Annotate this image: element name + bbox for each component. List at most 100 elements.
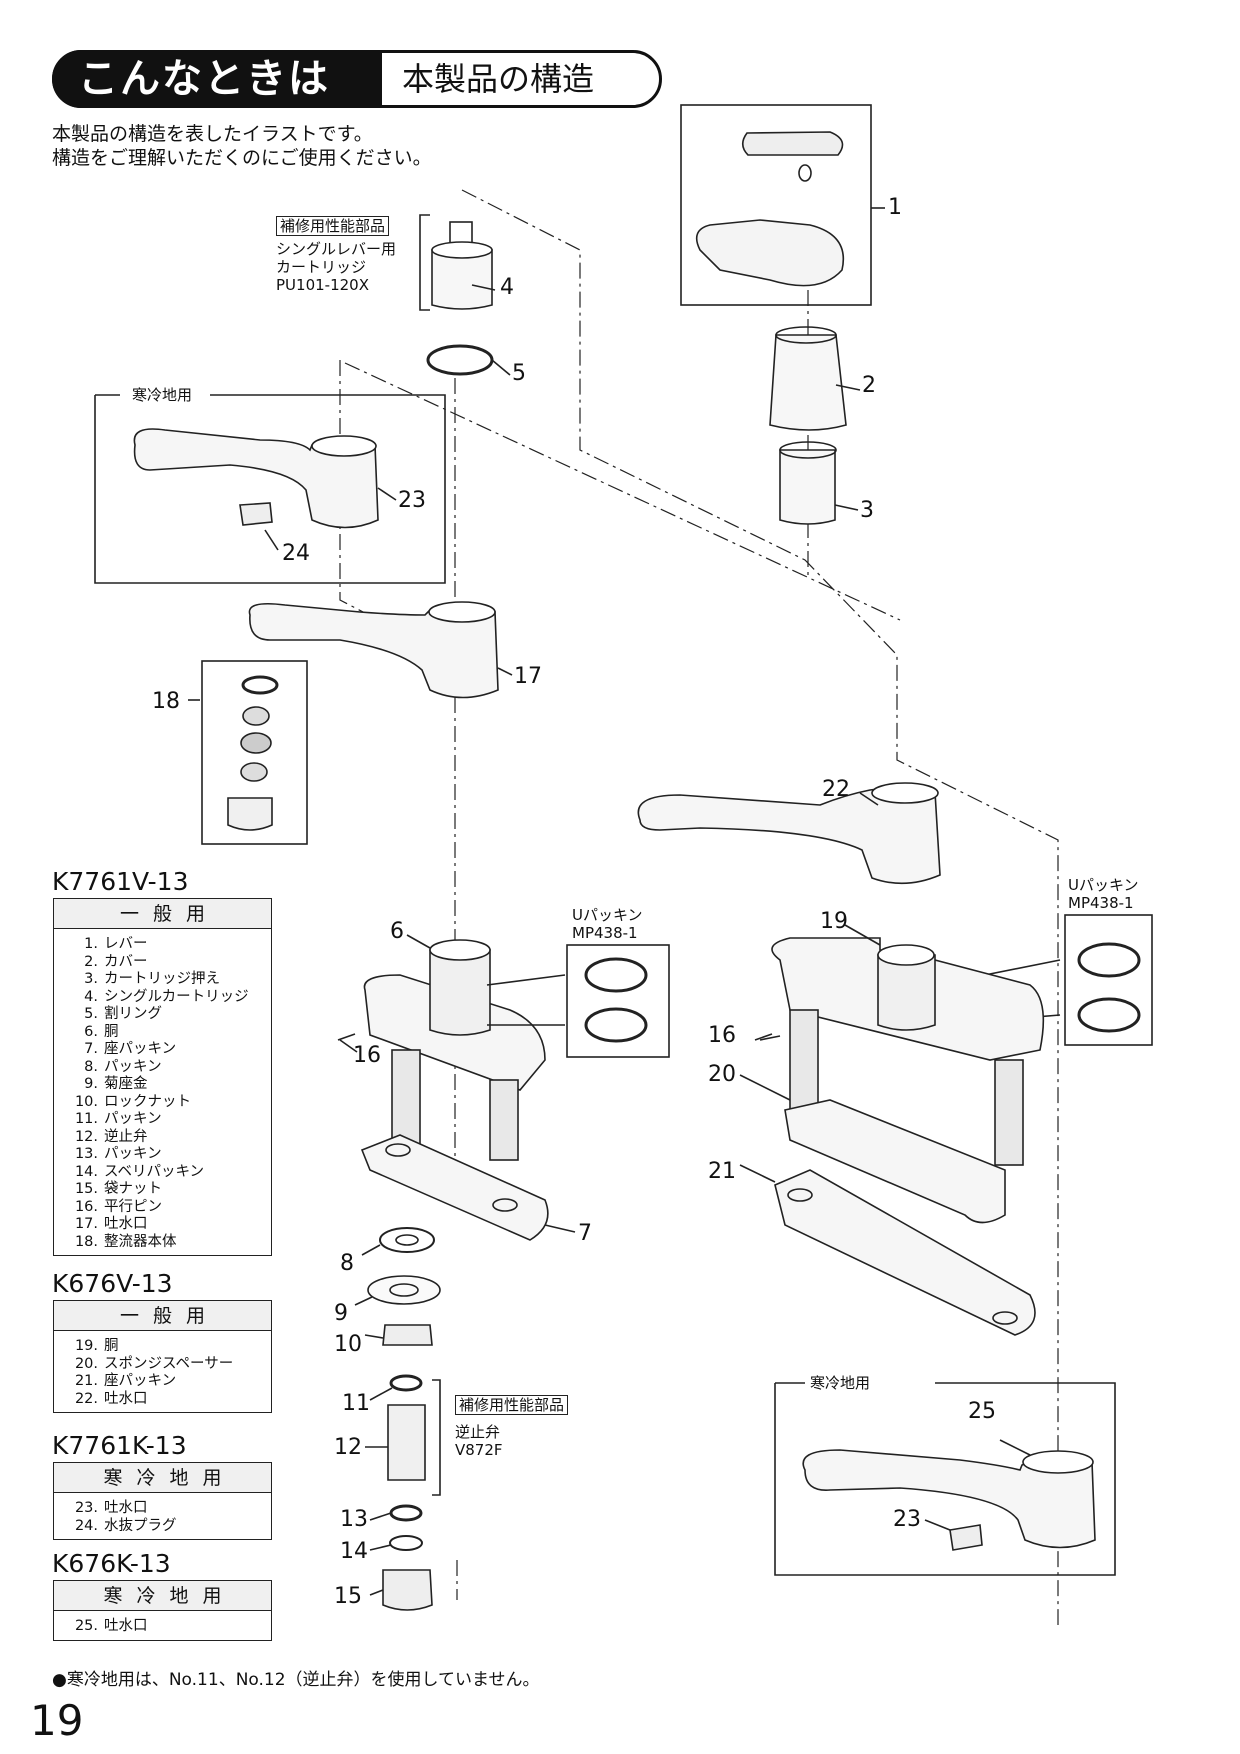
part-number-11: 11 [342,1391,370,1416]
part-number-20: 20 [708,1062,736,1087]
table-row: 5. 割リング [64,1006,271,1024]
table-row: 24.水抜プラグ [64,1518,271,1536]
part-no: 12. [74,1128,98,1145]
part-number-4: 4 [500,275,514,300]
part-name: パッキン [104,1146,162,1162]
page-number: 19 [30,1696,84,1745]
part-name: スベリパッキン [104,1163,205,1180]
part-number-14: 14 [340,1539,368,1564]
intro-line-2: 構造をご理解いただくのにご使用ください。 [52,147,432,169]
table-header: 一般用 [54,1301,271,1331]
table-row: 23.吐水口 [64,1500,271,1518]
cartridge-name-1: シングルレバー用 [276,240,397,258]
part-no: 13. [74,1146,98,1162]
table-row: 21.座パッキン [64,1373,271,1391]
part-number-1: 1 [888,195,902,220]
table-row: 2.カバー [64,954,271,972]
repair-part-label-2: 補修用性能部品 [455,1395,569,1415]
part-name: シングルカートリッジ [104,988,249,1005]
part-no: 5. [84,1006,98,1022]
check-valve-label: 逆止弁 [455,1423,501,1441]
part-number-24: 24 [282,541,310,566]
part-number-22: 22 [822,777,850,802]
intro-line-1: 本製品の構造を表したイラストです。 [52,123,373,145]
part-number-5: 5 [512,361,526,386]
part-no: 9. [84,1076,98,1092]
part-name: 割リング [104,1006,162,1022]
part-number-9: 9 [334,1301,348,1326]
part-no: 15. [74,1181,98,1197]
part-no: 25. [74,1618,98,1634]
part-number-23a: 23 [398,488,426,513]
part-name: パッキン [104,1111,162,1127]
part-number-21: 21 [708,1159,736,1184]
table-row: 12.逆止弁 [64,1129,271,1147]
table-header: 寒冷地用 [54,1463,271,1493]
table-row: 1. レバー [64,936,271,954]
cold-area-label-1: 寒冷地用 [128,386,197,404]
cartridge-name-2: カートリッジ [276,258,367,276]
part-no: 6. [84,1023,98,1040]
table-row: 14.スベリパッキン [64,1164,271,1182]
table-row: 11. パッキン [64,1111,271,1129]
part-name: 平行ピン [104,1198,162,1215]
part-number-3: 3 [860,498,874,523]
part-name: スポンジスペーサー [104,1355,234,1372]
part-name: レバー [104,936,148,952]
table-row: 20. スポンジスペーサー [64,1356,271,1374]
parts-table-4: 寒冷地用 25. 吐水口 [53,1580,272,1641]
model-title-3: K7761K-13 [52,1431,187,1460]
table-header: 寒冷地用 [54,1581,271,1611]
part-name: 吐水口 [104,1500,148,1516]
u-packing-code-2: MP438-1 [1068,894,1134,912]
cold-area-label-2: 寒冷地用 [806,1374,875,1392]
part-name: 整流器本体 [104,1233,177,1250]
table-row: 25. 吐水口 [64,1618,271,1636]
table-row: 9.菊座金 [64,1076,271,1094]
part-name: 胴 [104,1338,119,1354]
part-number-12: 12 [334,1435,362,1460]
header-black-tab [52,50,382,108]
part-no: 7. [84,1041,98,1057]
part-no: 18. [74,1233,98,1250]
table-rows: 25. 吐水口 [54,1611,271,1640]
part-no: 1. [84,936,98,952]
part-number-13: 13 [340,1507,368,1532]
table-row: 17.吐水口 [64,1216,271,1234]
part-name: 吐水口 [104,1618,148,1634]
part-no: 8. [84,1058,98,1075]
part-no: 10. [74,1093,98,1110]
part-number-6: 6 [390,919,404,944]
table-row: 10. ロックナット [64,1094,271,1112]
header-subtitle: 本製品の構造 [402,60,595,98]
part-number-18: 18 [152,689,180,714]
model-title-4: K676K-13 [52,1549,171,1578]
table-row: 3.カートリッジ押え [64,971,271,989]
part-no: 11. [74,1111,98,1127]
part-number-25: 25 [968,1399,996,1424]
part-no: 22. [74,1390,98,1407]
table-row: 13. パッキン [64,1146,271,1164]
part-name: 吐水口 [104,1390,148,1407]
table-header: 一般用 [54,899,271,929]
part-name: 座パッキン [104,1041,177,1057]
part-name: 吐水口 [104,1216,148,1232]
part-number-16a: 16 [353,1043,381,1068]
model-title-1: K7761V-13 [52,867,189,896]
table-row: 16. 平行ピン [64,1199,271,1217]
part-name: 水抜プラグ [104,1517,177,1534]
part-name: ロックナット [104,1093,191,1110]
part-no: 20. [74,1355,98,1372]
part-no: 19. [74,1338,98,1354]
part-number-23b: 23 [893,1507,921,1532]
part-name: 袋ナット [104,1181,162,1197]
u-packing-code-1: MP438-1 [572,924,638,942]
table-row: 6.胴 [64,1024,271,1042]
part-no: 16. [74,1198,98,1215]
